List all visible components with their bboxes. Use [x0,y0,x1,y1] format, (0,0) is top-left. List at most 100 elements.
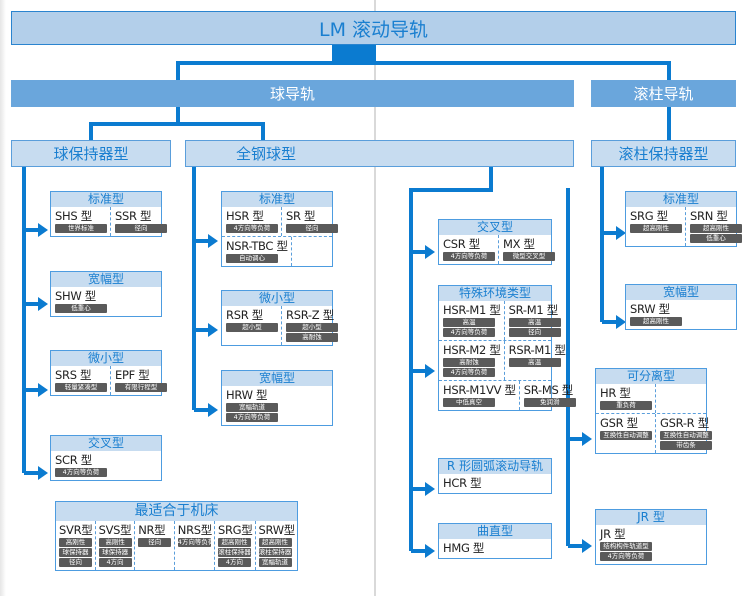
model-name: SR-MS 型 [523,383,574,397]
product-item[interactable]: EPF 型有限行程型 [115,368,167,392]
connector-ball-down [176,107,180,122]
card-cell: RSR-Z 型超小型高耐蚀 [281,306,341,345]
model-name: RSR-Z 型 [286,308,334,322]
feature-tag: 宽幅轨道 [258,558,292,567]
card-cell: SHS 型世界标准 [51,207,110,236]
model-name: CSR 型 [443,237,480,251]
card-cell: HR 型重负荷 [596,384,655,413]
product-item[interactable]: RSR-M1 型高温 [508,343,566,367]
card-cell: NR型径向 [134,521,174,570]
card-title: 可分离型 [596,369,706,384]
product-item[interactable]: GSR 型互换性自动调整 [600,416,652,440]
feature-tag: 高刚性 [98,538,132,547]
feature-tag: 低重心 [55,304,107,313]
product-item[interactable]: MX 型微型交叉型 [503,237,555,261]
connector-sep-spine [566,188,570,546]
model-name: JR 型 [600,527,626,541]
product-item[interactable]: SR 型径向 [286,209,338,233]
product-item[interactable]: HR 型重负荷 [600,386,652,410]
feature-tag: 径向 [286,224,338,233]
product-item[interactable]: GSR-R 型互换性自动调整带齿条 [660,416,712,450]
connector-v-full [261,122,265,140]
card-title: 标准型 [626,192,736,207]
model-name: SRW 型 [630,302,670,316]
card-rc-standard[interactable]: 标准型 SRG 型超高刚性 SRN 型超高刚性低重心 [625,191,742,247]
card-cell [290,237,332,266]
page-edge [0,0,6,596]
product-item[interactable]: SHS 型世界标准 [55,209,107,233]
card-row: HSR-M1VV 型中低真空 SR-MS 型免润滑 [439,380,576,410]
model-name: HSR 型 [226,209,264,223]
connector-full-right-h [409,188,493,192]
product-item[interactable]: RSR 型超小型 [226,308,278,332]
feature-tag: 滚柱保持器 [258,548,292,557]
branch-roller-guide: 滚柱导轨 [591,80,736,107]
card-separable[interactable]: 可分离型 HR 型重负荷 GSR 型互换性自动调整 GSR-R 型互换性自动调整带齿条 [595,368,712,454]
product-item[interactable]: NSR-TBC 型自动调心 [226,239,288,263]
card-cell: SSR 型径向 [110,207,170,236]
product-item[interactable]: SVR型高刚性球保持器径向 [59,523,93,567]
card-title: 交叉型 [439,220,551,235]
product-item[interactable]: SRW 型超高刚性 [630,302,733,326]
feature-tag: 超高刚性 [630,317,682,326]
product-item[interactable]: SRS 型轻量紧凑型 [55,368,107,392]
model-name: SHS 型 [55,209,92,223]
card-title: R 形圆弧滚动导轨 [439,459,551,474]
connector-full-spine [192,167,196,410]
product-item[interactable]: SRW型超高刚性滚柱保持器宽幅轨道 [258,523,296,567]
model-name: HSR-M2 型 [443,343,501,357]
feature-tag: 微型交叉型 [503,252,555,261]
model-name: HR 型 [600,386,631,400]
product-item[interactable]: SR-MS 型免润滑 [523,383,576,407]
card-cell: SHW 型低重心 [51,287,161,316]
product-item[interactable]: HCR 型 [443,476,548,490]
product-item[interactable]: HMG 型 [443,541,548,555]
model-name: MX 型 [503,237,535,251]
group-full-ball: 全钢球型 [185,140,574,167]
product-item[interactable]: SR-M1 型高温径向 [508,303,561,337]
card-cell: SR-M1 型高温径向 [503,301,564,340]
feature-tag: 超高刚性 [258,538,292,547]
product-item[interactable]: HSR-M1VV 型中低真空 [443,383,516,407]
model-name: SRW型 [258,523,296,537]
product-item[interactable]: SHW 型低重心 [55,289,158,313]
card-cell: SRW型超高刚性滚柱保持器宽幅轨道 [254,521,298,570]
product-item[interactable]: SSR 型径向 [115,209,167,233]
feature-tag: 4方向等负荷 [443,328,495,337]
product-item[interactable]: SRG 型超高刚性 [630,209,682,233]
feature-tag: 4方向等负荷 [226,224,278,233]
card-cell: SVR型高刚性球保持器径向 [56,521,95,570]
product-item[interactable]: NR型径向 [138,523,172,547]
model-name: RSR 型 [226,308,263,322]
product-item[interactable]: RSR-Z 型超小型高耐蚀 [286,308,338,342]
card-r-arc[interactable]: R 形圆弧滚动导轨 HCR 型 [438,458,552,494]
card-cell: SRW 型超高刚性 [626,300,736,329]
product-item[interactable]: SRN 型超高刚性低重心 [690,209,742,243]
